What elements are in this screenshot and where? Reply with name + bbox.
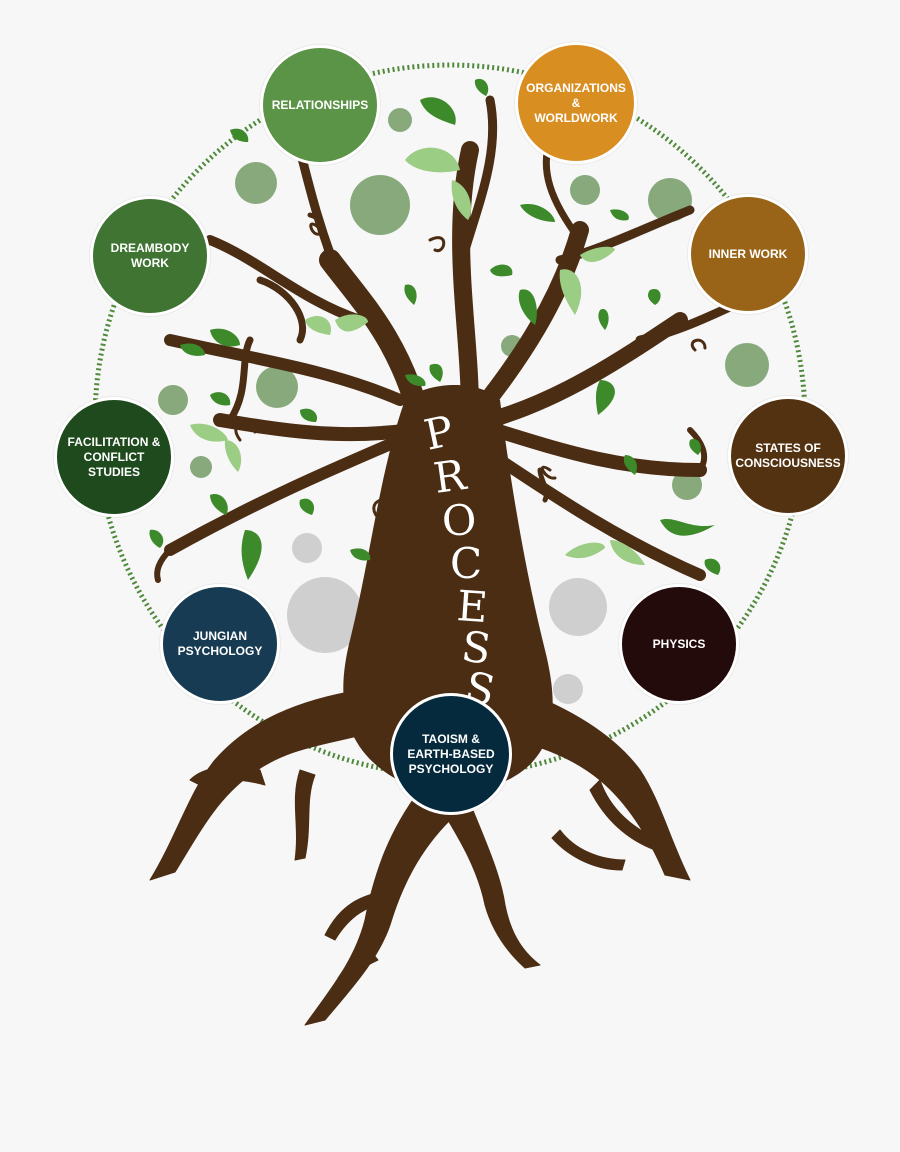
leaf [565, 542, 605, 559]
leaf [404, 284, 417, 305]
leaf [610, 209, 629, 221]
node-label: PHYSICS [652, 636, 706, 651]
dot [235, 162, 277, 204]
dot [292, 533, 322, 563]
tree-roots [149, 689, 691, 1026]
dot [388, 108, 412, 132]
leaf [704, 558, 721, 575]
leaf [559, 269, 582, 315]
leaf [210, 392, 231, 406]
trunk-letter: O [440, 495, 478, 546]
leaf [149, 529, 164, 548]
node-label: ORGANIZATIONS & WORLDWORK [526, 80, 626, 125]
leaf [405, 147, 460, 173]
dot [350, 175, 410, 235]
leaf [580, 246, 615, 262]
tree-branches [154, 95, 785, 583]
leaf [520, 203, 555, 222]
dot [158, 385, 188, 415]
dot [190, 456, 212, 478]
dot [287, 577, 363, 653]
leaf [405, 374, 426, 387]
dot [570, 175, 600, 205]
leaf [299, 498, 315, 515]
leaf [623, 455, 637, 475]
node-facilitation-conflict-studies: FACILITATION & CONFLICT STUDIES [54, 397, 174, 517]
node-label: DREAMBODY WORK [110, 241, 190, 270]
leaf [350, 548, 371, 561]
leaf [335, 314, 368, 332]
trunk-letter: C [450, 539, 482, 588]
tree-trunk [343, 385, 553, 790]
dot [672, 470, 702, 500]
leaf [598, 309, 609, 330]
node-organizations-worldwork: ORGANIZATIONS & WORLDWORK [515, 42, 637, 164]
leaf [595, 380, 615, 415]
decorative-dots [158, 108, 769, 704]
node-label: FACILITATION & CONFLICT STUDIES [67, 434, 161, 479]
node-taoism-earth-based-psychology: TAOISM & EARTH-BASED PSYCHOLOGY [390, 693, 512, 815]
leaf [230, 128, 249, 142]
dot [553, 674, 583, 704]
leaf [210, 494, 228, 515]
node-label: RELATIONSHIPS [271, 97, 369, 112]
trunk-letter: E [455, 581, 489, 632]
tendrils [234, 220, 707, 524]
node-physics: PHYSICS [619, 584, 739, 704]
leaf [660, 518, 715, 536]
node-dreambody-work: DREAMBODY WORK [90, 196, 210, 316]
dot [725, 343, 769, 387]
leaf [429, 363, 443, 382]
dot [256, 366, 298, 408]
leaf [241, 530, 262, 580]
trunk-letter: S [459, 621, 494, 674]
leaf [474, 78, 489, 96]
node-label: STATES OF CONSCIOUSNESS [735, 441, 841, 470]
leaf [518, 289, 537, 325]
leaf [451, 180, 472, 220]
leaf [180, 343, 205, 356]
node-inner-work: INNER WORK [688, 194, 808, 314]
leaf [490, 264, 513, 277]
node-states-of-consciousness: STATES OF CONSCIOUSNESS [728, 396, 848, 516]
node-jungian-psychology: JUNGIAN PSYCHOLOGY [160, 584, 280, 704]
leaf [647, 288, 661, 305]
leaf [190, 423, 228, 442]
leaf [610, 540, 645, 565]
leaf [689, 438, 701, 455]
node-label: INNER WORK [708, 246, 788, 261]
leaf [305, 315, 331, 335]
leaf [300, 408, 318, 422]
node-relationships: RELATIONSHIPS [260, 45, 380, 165]
dot [549, 578, 607, 636]
node-label: TAOISM & EARTH-BASED PSYCHOLOGY [407, 731, 495, 776]
node-label: JUNGIAN PSYCHOLOGY [177, 629, 263, 658]
leaf [210, 328, 240, 347]
leaf [420, 97, 456, 125]
leaf [224, 440, 242, 472]
